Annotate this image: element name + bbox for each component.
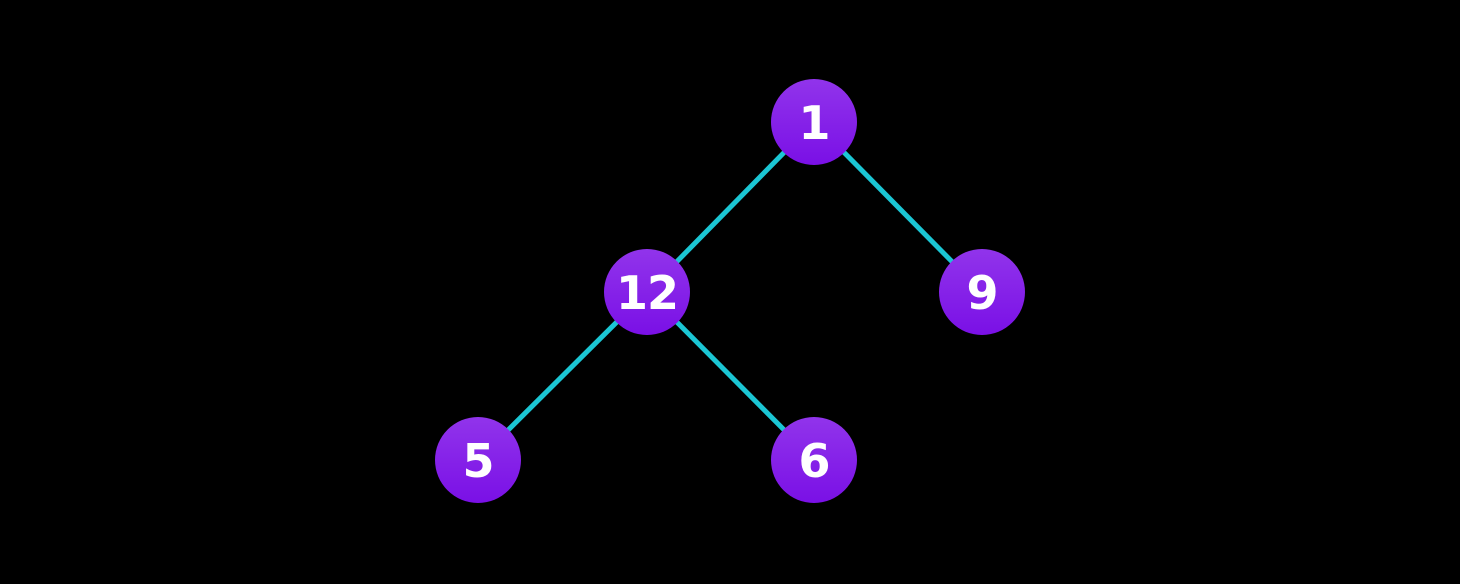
- tree-node-left: 12: [604, 249, 690, 335]
- tree-node-right: 9: [939, 249, 1025, 335]
- tree-node-label: 9: [966, 266, 997, 320]
- tree-node-circle: [435, 417, 521, 503]
- tree-node-left-left: 5: [435, 417, 521, 503]
- tree-node-label: 1: [798, 96, 829, 150]
- tree-node-label: 12: [616, 266, 678, 320]
- tree-node-circle: [771, 417, 857, 503]
- tree-node-circle: [771, 79, 857, 165]
- tree-node-circle: [939, 249, 1025, 335]
- tree-node-label: 6: [798, 434, 829, 488]
- tree-node-root: 1: [771, 79, 857, 165]
- tree-node-circle: [604, 249, 690, 335]
- tree-node-label: 5: [462, 434, 493, 488]
- tree-node-left-right: 6: [771, 417, 857, 503]
